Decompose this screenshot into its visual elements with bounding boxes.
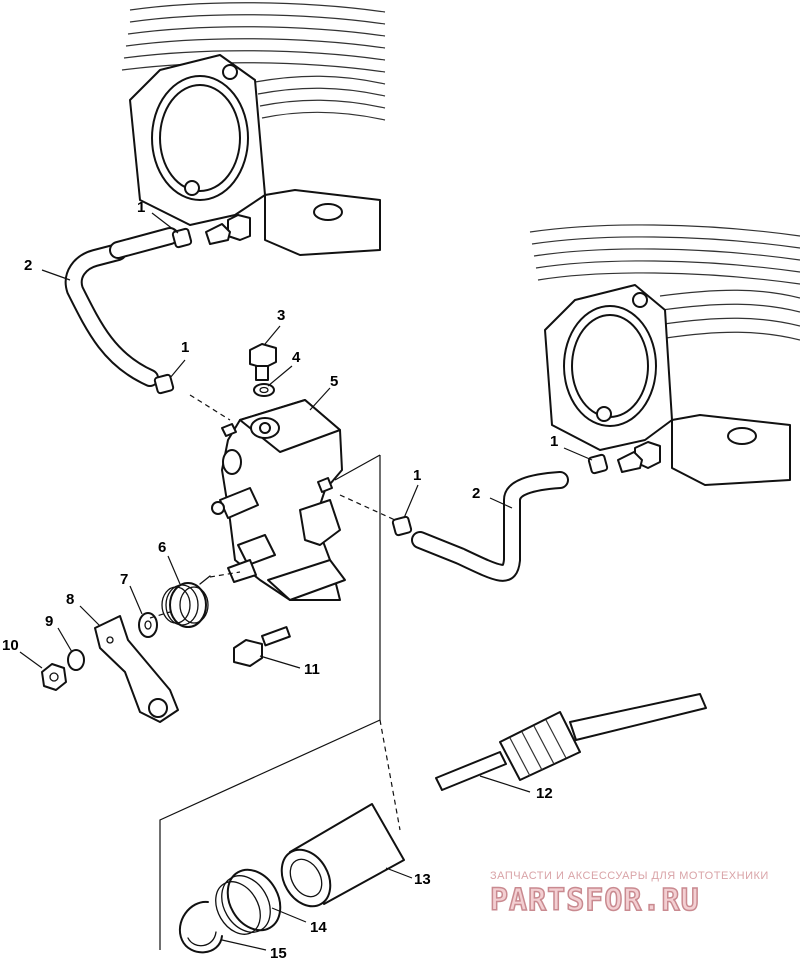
pump-lever <box>94 615 179 723</box>
callout-1d: 1 <box>550 433 558 450</box>
oil-hose-right <box>411 471 569 582</box>
watermark-tagline: ЗАПЧАСТИ И АКСЕССУАРЫ ДЛЯ МОТОТЕХНИКИ <box>490 870 769 882</box>
callout-10: 10 <box>2 637 19 654</box>
callout-1a: 1 <box>137 199 145 216</box>
oil-hose-left <box>64 227 179 387</box>
callout-3: 3 <box>277 307 285 324</box>
watermark-logo: PARTSFOR.RU <box>489 882 700 919</box>
fitting-left <box>205 223 231 245</box>
circlip <box>178 900 223 954</box>
callout-12: 12 <box>536 785 553 802</box>
drive-shaft <box>435 693 707 791</box>
callout-1c: 1 <box>413 467 421 484</box>
callout-2b: 2 <box>472 485 480 502</box>
hose-clamp-1b <box>153 373 175 395</box>
spring-washer <box>138 612 158 638</box>
lock-nut <box>41 663 67 691</box>
hose-clamp-1a <box>171 227 193 249</box>
callout-7: 7 <box>120 571 128 588</box>
engine-cylinder-left <box>121 2 386 256</box>
fitting-right <box>617 451 643 473</box>
mounting-bolt <box>233 626 291 667</box>
callout-9: 9 <box>45 613 53 630</box>
callout-4: 4 <box>292 349 301 366</box>
sealing-washer <box>253 383 275 397</box>
callout-6: 6 <box>158 539 166 556</box>
callout-15: 15 <box>270 945 287 962</box>
hose-clamp-1c <box>391 515 413 537</box>
callout-11: 11 <box>304 661 320 678</box>
callout-13: 13 <box>414 871 431 888</box>
callout-5: 5 <box>330 373 338 390</box>
pump-sleeve <box>280 803 405 908</box>
banjo-bolt <box>249 343 277 381</box>
callout-1b: 1 <box>181 339 189 356</box>
coil-spring <box>215 868 282 935</box>
return-spring <box>161 575 211 628</box>
callout-8: 8 <box>66 591 74 608</box>
hose-clamp-1d <box>587 453 609 475</box>
lock-washer <box>67 649 85 671</box>
engine-cylinder-right <box>529 224 800 486</box>
oil-pump-body <box>211 399 346 601</box>
callout-2a: 2 <box>24 257 32 274</box>
callout-14: 14 <box>310 919 327 936</box>
